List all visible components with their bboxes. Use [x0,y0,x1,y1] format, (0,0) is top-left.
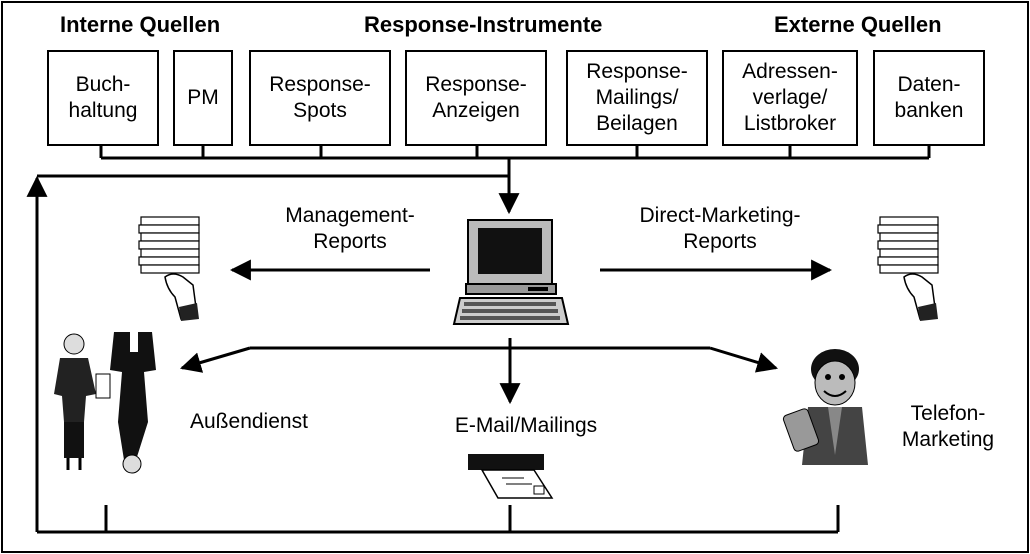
label-aussendienst: Außendienst [190,410,308,433]
heading-response-instruments: Response-Instrumente [364,12,603,37]
computer-icon [452,219,570,325]
source-box-datenbanken: Daten- banken [873,50,985,146]
heading-internal-sources: Interne Quellen [60,12,221,37]
business-people-icon [54,332,156,474]
source-box-response-mailings: Response- Mailings/ Beilagen [566,50,708,146]
label-email-mailings: E-Mail/Mailings [454,414,598,437]
source-box-response-spots: Response- Spots [249,50,391,146]
source-box-adressenverlage: Adressen- verlage/ Listbroker [722,50,858,146]
label-telefon-marketing: Telefon- Marketing [901,402,995,451]
printer-icon [468,454,554,499]
source-box-pm: PM [173,50,233,146]
label-management-reports: Management- Reports [285,204,415,253]
paper-stack-icon-left [138,216,200,321]
telephone-person-icon [782,349,868,465]
label-direct-marketing-reports: Direct-Marketing- Reports [639,204,801,253]
source-box-response-anzeigen: Response- Anzeigen [405,50,547,146]
paper-stack-icon-right [877,216,939,321]
source-box-buchhaltung: Buch- haltung [47,50,159,146]
heading-external-sources: Externe Quellen [774,12,942,37]
